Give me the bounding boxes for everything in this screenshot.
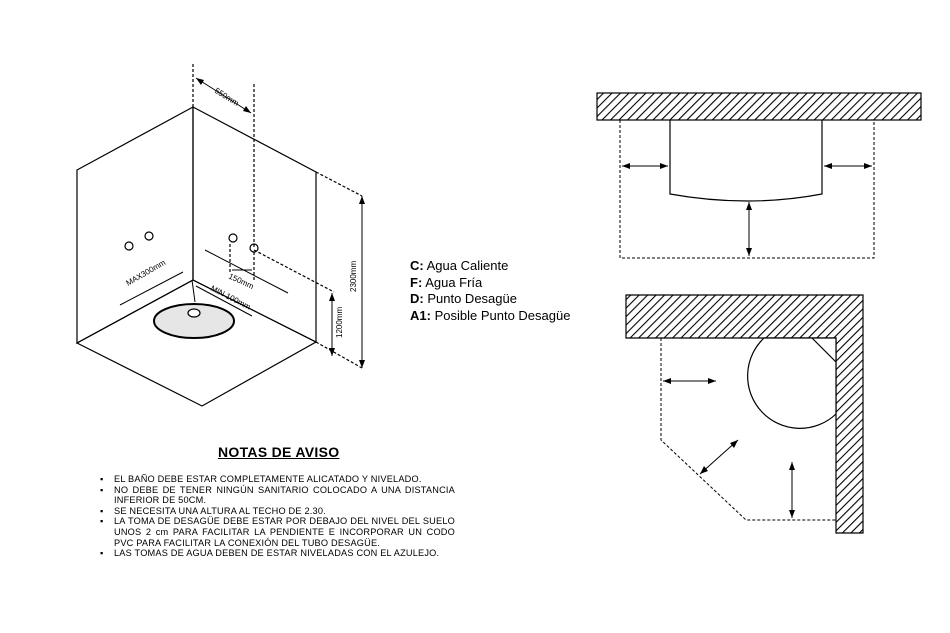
note-item: ▪ LAS TOMAS DE AGUA DEBEN DE ESTAR NIVELA… xyxy=(100,548,455,559)
legend-item-cold-water: F: Agua Fría xyxy=(410,275,570,292)
dashed-corner-clearance xyxy=(660,338,836,521)
shower-tray-drain xyxy=(153,303,235,339)
legend-item-possible-drain: A1: Posible Punto Desagüe xyxy=(410,308,570,325)
water-intake-hot-right xyxy=(228,233,238,243)
bullet-icon: ▪ xyxy=(100,474,104,484)
notes-list: ▪ EL BAÑO DEBE ESTAR COMPLETAMENTE ALICAT… xyxy=(100,474,455,559)
bullet-icon: ▪ xyxy=(100,484,104,495)
dim-line-depth xyxy=(195,77,252,114)
legend-text: Agua Fría xyxy=(425,274,483,290)
floor xyxy=(75,279,318,407)
note-text: LAS TOMAS DE AGUA DEBEN DE ESTAR NIVELAD… xyxy=(114,548,440,559)
legend-item-hot-water: C: Agua Caliente xyxy=(410,258,570,275)
legend-key: A1: xyxy=(410,307,431,323)
dim-label-total-height: 2300mm xyxy=(349,261,358,292)
bullet-icon: ▪ xyxy=(100,548,104,559)
bullet-icon: ▪ xyxy=(100,516,104,527)
legend-item-drain: D: Punto Desagüe xyxy=(410,291,570,308)
legend-text: Posible Punto Desagüe xyxy=(434,307,571,323)
plan-view-straight-wall xyxy=(596,92,922,259)
drain-hole xyxy=(187,308,201,318)
note-text: LA TOMA DE DESAGÜE DEBE ESTAR POR DEBAJO… xyxy=(114,516,455,548)
legend-key: C: xyxy=(410,258,424,273)
notes-title: NOTAS DE AVISO xyxy=(218,444,340,460)
isometric-shower-view xyxy=(75,64,365,407)
legend-text: Punto Desagüe xyxy=(427,291,517,306)
plan-view-corner xyxy=(625,294,864,534)
bullet-icon: ▪ xyxy=(100,505,104,516)
note-text: SE NECESITA UNA ALTURA AL TECHO DE 2.30. xyxy=(114,505,326,516)
note-item: ▪ EL BAÑO DEBE ESTAR COMPLETAMENTE ALICAT… xyxy=(100,474,455,485)
corner-tray-outline xyxy=(747,337,837,429)
legend: C: Agua Caliente F: Agua Fría D: Punto D… xyxy=(410,258,570,324)
hatched-corner-wall xyxy=(625,294,864,534)
dim-line-max xyxy=(119,271,184,306)
legend-key: F: xyxy=(410,274,423,290)
dim-label-lower-height: 1200mm xyxy=(335,307,344,338)
shower-tray-outline xyxy=(669,120,823,202)
legend-text: Agua Caliente xyxy=(426,258,509,273)
note-text: NO DEBE DE TENER NINGÚN SANITARIO COLOCA… xyxy=(114,484,455,506)
note-item: ▪ SE NECESITA UNA ALTURA AL TECHO DE 2.30… xyxy=(100,506,455,517)
legend-key: D: xyxy=(410,291,424,306)
dashed-clearance-outline xyxy=(619,120,875,259)
dim-label-lateral: 150mm xyxy=(227,272,255,292)
hatched-wall-top xyxy=(596,92,922,121)
dim-label-depth: 550mm xyxy=(213,86,241,108)
note-item: ▪ LA TOMA DE DESAGÜE DEBE ESTAR POR DEBAJ… xyxy=(100,516,455,548)
note-text: EL BAÑO DEBE ESTAR COMPLETAMENTE ALICATA… xyxy=(114,474,422,484)
note-item: ▪ NO DEBE DE TENER NINGÚN SANITARIO COLOC… xyxy=(100,485,455,506)
water-intake-cold-left xyxy=(144,231,154,241)
corner-arrow-diagonal xyxy=(699,439,739,475)
water-intake-hot-left xyxy=(124,241,134,251)
